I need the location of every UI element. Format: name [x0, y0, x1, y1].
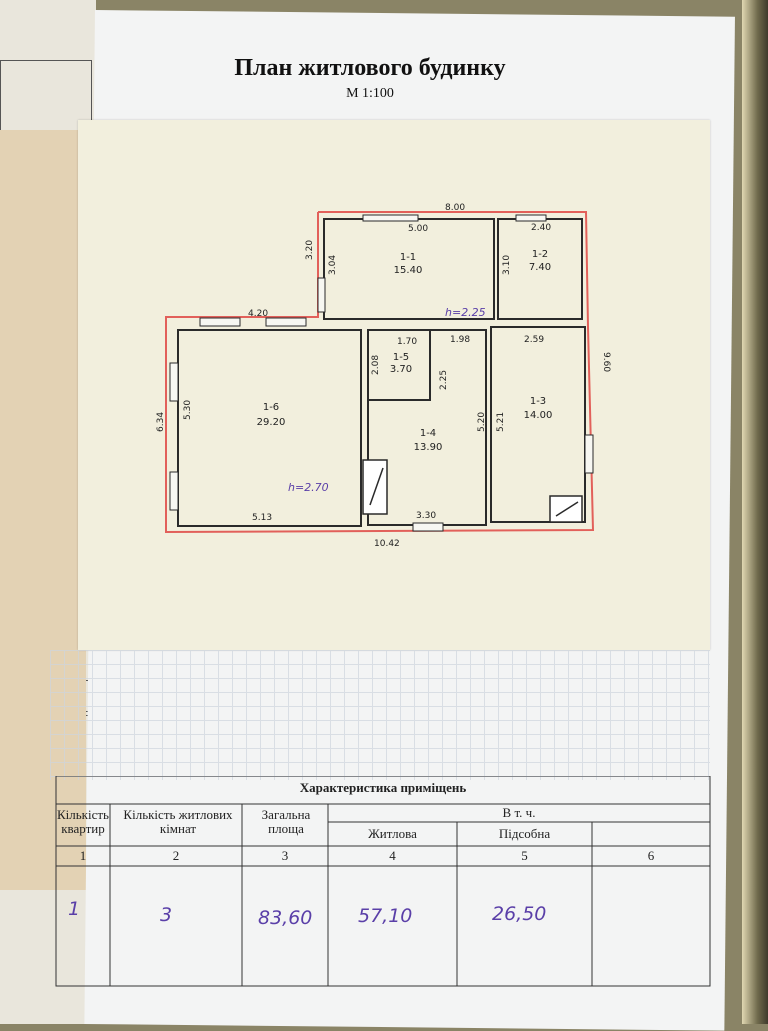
- wall-room-1-3: [490, 326, 586, 523]
- dim-room-1-5-height: 2.08: [371, 355, 381, 375]
- floor-plan-sheet: 8.00 5.00 2.40 3.20 3.04 3.10 4.20 9.60 …: [78, 120, 710, 650]
- room-labels: 1-1 15.40 1-2 7.40 1-3 14.00 1-4 13.90 1…: [257, 249, 553, 453]
- dim-left-height: 6.34: [156, 412, 166, 432]
- document-title: План житлового будинку: [234, 55, 506, 81]
- room-id: 1-3: [530, 396, 546, 407]
- header-apartments: Кількість квартир: [56, 807, 109, 836]
- value-living-rooms: 3: [160, 904, 173, 926]
- dim-room-1-4-top: 1.98: [450, 335, 470, 345]
- document-scale: М 1:100: [346, 86, 394, 101]
- dim-room-1-3-top: 2.59: [524, 335, 544, 345]
- dim-room-1-4-bottom: 3.30: [416, 511, 436, 521]
- ceiling-height-main: h=2.70: [288, 481, 329, 494]
- wall-room-1-5: [367, 329, 431, 401]
- column-number: 1: [79, 848, 87, 863]
- dim-bottom-width: 10.42: [374, 539, 400, 549]
- header-living: Житлова: [368, 826, 417, 841]
- header-living-rooms: Кількість житлових кімнат: [123, 807, 233, 836]
- dim-room-1-5-width: 1.70: [397, 337, 417, 347]
- dim-top-width: 8.00: [445, 203, 465, 213]
- room-id: 1-6: [263, 402, 279, 413]
- column-number: 4: [389, 848, 396, 863]
- room-id: 1-4: [420, 428, 436, 439]
- wall-room-1-6: [177, 329, 362, 527]
- windows: [169, 214, 594, 532]
- dim-right-total-height: 9.60: [601, 352, 611, 372]
- ceiling-heights: h=2.25 h=2.70: [288, 306, 486, 494]
- room-area: 15.40: [394, 265, 423, 276]
- header-auxiliary: Підсобна: [498, 826, 551, 841]
- plan-outline: [165, 211, 595, 534]
- desk-edge: [742, 0, 768, 1024]
- dim-left-wing-top: 4.20: [248, 309, 268, 319]
- dim-room-1-6-height: 5.30: [183, 400, 193, 420]
- room-area: 14.00: [524, 410, 553, 421]
- room-id: 1-1: [400, 252, 416, 263]
- dim-room-1-1-height: 3.04: [328, 255, 338, 275]
- column-number: 2: [172, 848, 180, 863]
- dim-room-1-1-width: 5.00: [408, 224, 428, 234]
- value-total-area: 83,60: [258, 907, 313, 929]
- column-number: 3: [281, 848, 289, 863]
- dim-room-1-2-height: 3.10: [502, 255, 512, 275]
- header-including: В т. ч.: [502, 805, 536, 820]
- table-grid: [55, 776, 711, 987]
- dim-room-1-6-bottom: 5.13: [252, 513, 272, 523]
- column-number: 5: [521, 848, 528, 863]
- floor-plan: 8.00 5.00 2.40 3.20 3.04 3.10 4.20 9.60 …: [156, 203, 611, 549]
- room-area: 29.20: [257, 417, 286, 428]
- dim-room-1-3-height: 5.21: [496, 412, 506, 432]
- table-title: Характеристика приміщень: [299, 780, 467, 795]
- value-auxiliary: 26,50: [492, 903, 547, 925]
- plan-dimensions: 8.00 5.00 2.40 3.20 3.04 3.10 4.20 9.60 …: [156, 203, 611, 549]
- room-id: 1-5: [393, 352, 409, 363]
- dim-room-1-4-side: 2.25: [439, 370, 449, 390]
- room-area: 7.40: [529, 262, 551, 273]
- dim-top-height-left: 3.20: [305, 240, 315, 260]
- grid-paper: [50, 650, 710, 780]
- column-number: 6: [647, 848, 655, 863]
- stoves: [362, 459, 583, 523]
- value-apartments: 1: [68, 898, 81, 920]
- value-living: 57,10: [358, 905, 413, 927]
- room-area: 3.70: [390, 364, 412, 375]
- room-id: 1-2: [532, 249, 548, 260]
- dim-room-1-2-width: 2.40: [531, 223, 551, 233]
- room-area: 13.90: [414, 442, 443, 453]
- ceiling-height-rear: h=2.25: [445, 306, 486, 319]
- dim-room-1-4-height: 5.20: [477, 412, 487, 432]
- header-total-area: Загальна площа: [261, 807, 311, 836]
